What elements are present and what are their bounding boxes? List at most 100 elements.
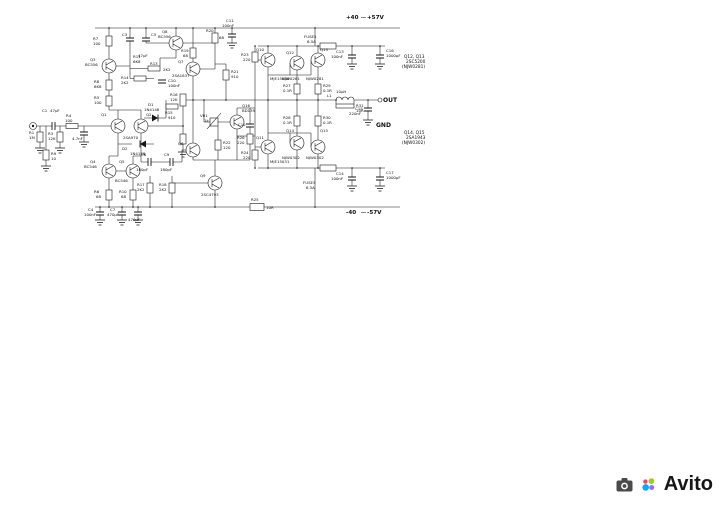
c7-name: C7 — [110, 207, 116, 212]
r25-name: R25 — [251, 197, 259, 202]
l1-value: 10µH — [336, 89, 346, 94]
vr1-name: VR1 — [200, 113, 208, 118]
c2-value: 4.7nF — [72, 136, 84, 141]
c16-name: C16 — [386, 48, 394, 53]
c16-value: 1000µF — [386, 53, 401, 58]
fuse-top-value: 6.5A — [307, 39, 316, 44]
r21-name: R21 — [231, 69, 239, 74]
q9-name: Q9 — [200, 173, 206, 178]
avito-logo-icon — [642, 478, 655, 491]
r31-name: R31 — [356, 103, 364, 108]
q10-value: MJE15030 — [270, 76, 290, 81]
r14-name: R14 — [121, 75, 129, 80]
r29-value: 0.1R — [323, 88, 332, 93]
r11-name: R11 — [133, 54, 141, 59]
r26-value: 220 — [237, 140, 245, 145]
q11-value: MJE15031 — [270, 159, 290, 164]
r15-name: R15 — [165, 110, 173, 115]
avito-watermark: Avito — [616, 473, 713, 496]
r28-value: 0.1R — [283, 120, 292, 125]
c13-value: 100nF — [331, 54, 344, 59]
r4-value: 100 — [65, 118, 73, 123]
c6-value: 180pF — [136, 167, 149, 172]
r6-value: 68 — [96, 194, 101, 199]
q12-value: NJW0281 — [282, 76, 300, 81]
note-top-2: 2SC5200 — [406, 59, 426, 65]
c14-name: C14 — [336, 171, 344, 176]
r15-value: 910 — [168, 115, 176, 120]
d2-value: 1N4148 — [130, 151, 146, 156]
d1-name: D1 — [148, 102, 154, 107]
r1-name: R1 — [29, 130, 35, 135]
r18-value: 2K2 — [159, 187, 167, 192]
r28-name: R28 — [283, 115, 291, 120]
c11-value: 100nF — [222, 23, 235, 28]
c8-value: 470µF — [128, 217, 141, 222]
vr1-trimmer-symbol — [209, 117, 219, 127]
c3-name: C3 — [122, 32, 128, 37]
ground-symbols — [35, 42, 385, 226]
c17-value: 1000µF — [386, 175, 401, 180]
q1-value: 2SA970 — [123, 135, 139, 140]
q11-name: Q11 — [256, 135, 265, 140]
r10-value: 68 — [121, 194, 126, 199]
capacitor-plates — [51, 33, 384, 216]
r13-value: 2K2 — [163, 67, 171, 72]
r20-value: 68 — [219, 35, 224, 40]
schematic-labels: +40 +57V -40 -57V OUT GND FUSE5 6.5A FUS… — [29, 15, 426, 222]
fuse-bottom-value: 6.5A — [306, 185, 315, 190]
r23-name: R23 — [241, 52, 249, 57]
r16-value: 12K — [170, 97, 178, 102]
note-top-3: (NJW0281) — [402, 64, 425, 70]
note-bot-2: 2SA1943 — [406, 135, 426, 141]
q13-name: Q13 — [320, 47, 329, 52]
r30-name: R30 — [323, 115, 331, 120]
input-jack-icon — [29, 122, 37, 130]
c13-name: C13 — [336, 49, 344, 54]
r17-name: R17 — [137, 182, 145, 187]
note-bot-1: Q14, Q15 — [404, 130, 425, 136]
q16-value: BD139 — [242, 108, 256, 113]
c9-name: C9 — [164, 152, 170, 157]
q5-value: BC546 — [115, 178, 128, 183]
c14-value: 100nF — [331, 176, 344, 181]
r19-name: R19 — [181, 48, 189, 53]
c17-name: C17 — [386, 170, 394, 175]
r24-name: R24 — [241, 150, 249, 155]
fuse-bottom-name: FUSE5 — [303, 180, 316, 185]
resistor-symbols — [36, 32, 355, 211]
r18-name: R18 — [159, 182, 167, 187]
r31-value: 10R — [356, 108, 364, 113]
fuse-bottom-symbol — [319, 164, 337, 172]
note-bot-3: (NJW0302) — [402, 140, 425, 146]
c9-value: 180pF — [160, 167, 173, 172]
r3-name: R3 — [48, 131, 54, 136]
r6-name: R6 — [94, 189, 100, 194]
rail-bot-label-b: -57V — [367, 210, 382, 216]
out-label: OUT — [383, 97, 398, 104]
q9-value: 2SC4793 — [201, 192, 219, 197]
q15-name: Q15 — [320, 128, 329, 133]
r22-value: 120 — [223, 145, 231, 150]
r20-name: R20 — [206, 28, 214, 33]
q7-name: Q7 — [178, 59, 184, 64]
c15-name: C15 — [355, 106, 363, 111]
r24-value: 220 — [243, 155, 251, 160]
c4-name: C4 — [88, 207, 94, 212]
r19-value: 68 — [183, 53, 188, 58]
r14-value: 2K2 — [121, 80, 129, 85]
q1-name: Q1 — [101, 112, 107, 117]
transistor-symbols — [101, 35, 326, 191]
r30-value: 0.1R — [323, 120, 332, 125]
c6-name: C6 — [141, 152, 147, 157]
r17-value: 2K2 — [137, 187, 145, 192]
q14-value: NJW0302 — [282, 155, 300, 160]
r13-name: R13 — [150, 61, 158, 66]
d1-value: 1N4148 — [144, 107, 160, 112]
q4-name: Q4 — [90, 159, 96, 164]
gnd-label: GND — [376, 122, 391, 129]
q4-value: BC546 — [84, 164, 97, 169]
q16-name: Q16 — [242, 103, 251, 108]
q6-name: Q6 — [178, 141, 184, 146]
